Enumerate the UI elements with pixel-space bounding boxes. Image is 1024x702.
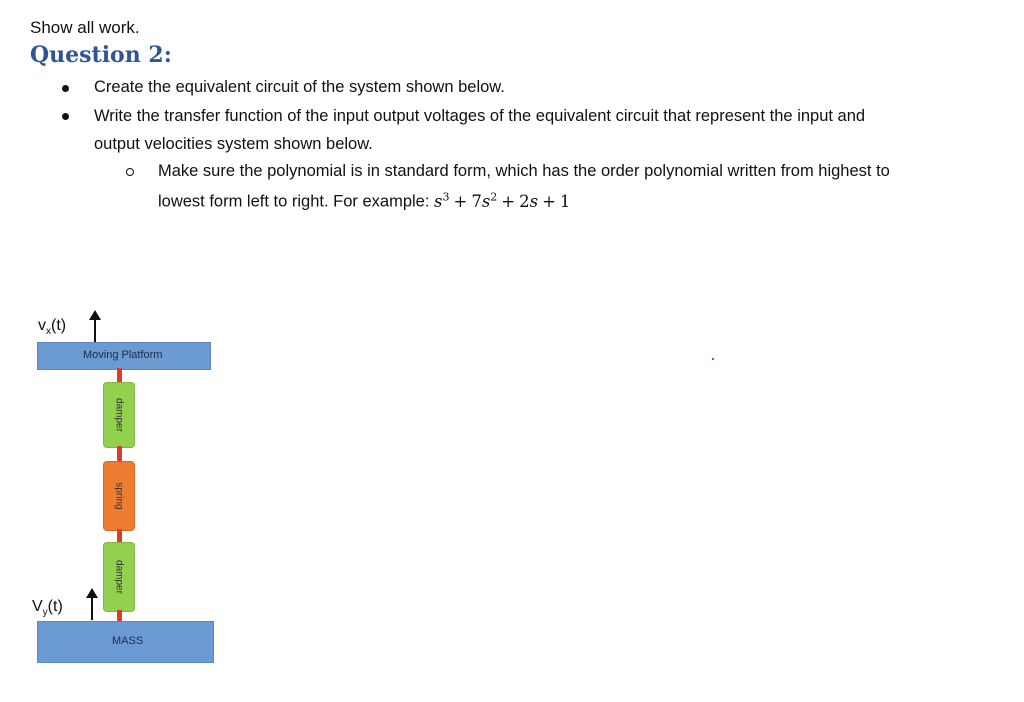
mass-block [37, 621, 214, 663]
bullet-2-text-cont: output velocities system shown below. [94, 135, 373, 153]
input-velocity-label: vx(t) [38, 317, 67, 338]
example-polynomial: s3+7s2+2s+1 [434, 190, 571, 211]
output-velocity-label: Vy(t) [32, 598, 63, 619]
damper-top: damper [103, 382, 135, 448]
connector-rod [117, 446, 122, 461]
moving-platform [37, 342, 211, 370]
bullet-dot [62, 85, 69, 92]
bullet-1-text: Create the equivalent circuit of the sys… [94, 78, 505, 96]
mass-label: MASS [112, 635, 144, 647]
bullet-2-text: Write the transfer function of the input… [94, 107, 866, 125]
spring: spring [103, 461, 135, 531]
stray-dot [712, 358, 714, 360]
sub-bullet-circle [126, 168, 134, 176]
sub-bullet-text-cont: lowest form left to right. For example: … [158, 190, 570, 212]
output-arrow-icon [86, 588, 98, 620]
instruction-text: Show all work. [30, 18, 140, 37]
sub-bullet-text-line2: lowest form left to right. For example: [158, 192, 435, 211]
sub-bullet-text: Make sure the polynomial is in standard … [158, 162, 890, 180]
connector-rod [117, 368, 122, 382]
connector-rod [117, 529, 122, 542]
damper-bottom: damper [103, 542, 135, 612]
question-title: Question 2: [30, 42, 172, 68]
connector-rod [117, 610, 122, 622]
platform-label: Moving Platform [83, 349, 163, 361]
input-arrow-icon [89, 310, 101, 342]
bullet-dot [62, 113, 69, 120]
